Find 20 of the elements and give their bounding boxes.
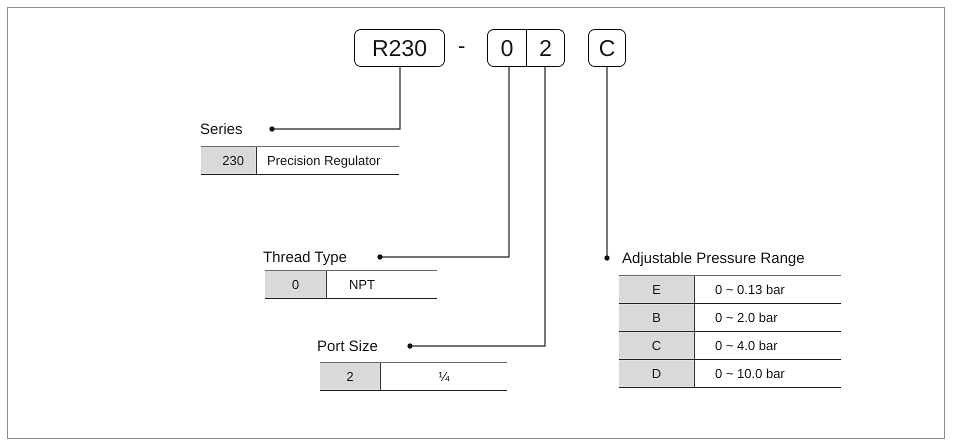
callout-heading: Series xyxy=(200,119,272,139)
separator-dash: - xyxy=(458,35,466,57)
code-cell: D xyxy=(619,360,695,387)
code-segment-box: 0 xyxy=(487,29,527,67)
leader-line xyxy=(269,67,401,132)
code-cell: E xyxy=(619,276,695,303)
code-cell: 0 xyxy=(265,271,327,298)
leader-line xyxy=(604,67,610,261)
code-cell: C xyxy=(619,332,695,359)
code-cell: 2 xyxy=(320,363,381,390)
callout-heading: Port Size xyxy=(317,336,410,356)
code-cell: 230 xyxy=(201,147,257,174)
code-cell: B xyxy=(619,304,695,331)
leader-line xyxy=(377,67,510,260)
code-segment-box: 2 xyxy=(527,29,565,67)
callout-heading: Thread Type xyxy=(263,247,380,267)
code-segment-box: R230 xyxy=(354,29,445,67)
code-segment-box: C xyxy=(588,29,626,67)
leader-line xyxy=(407,67,546,349)
callout-heading: Adjustable Pressure Range xyxy=(607,248,852,268)
